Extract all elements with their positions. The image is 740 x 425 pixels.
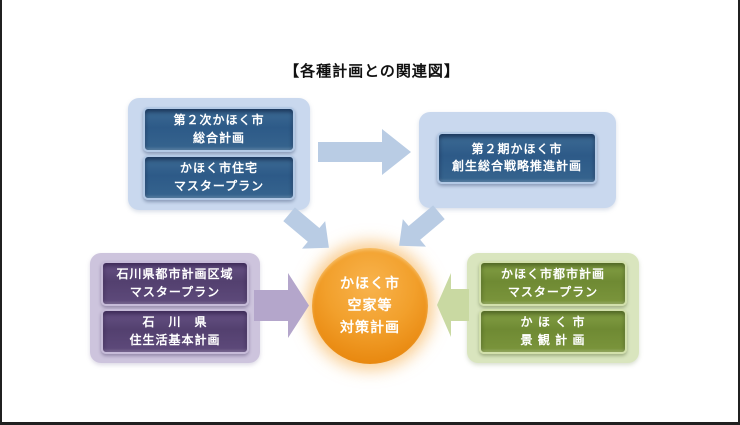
- plan-box-line: か ほ く 市: [520, 315, 586, 330]
- panel-top-right-strategy-plan: 第２期かほく市 創生総合戦略推進計画: [419, 112, 616, 208]
- plan-box-line: 住生活基本計画: [129, 332, 221, 347]
- plan-box-pref-housing-basic-plan: 石 川 県 住生活基本計画: [101, 309, 249, 354]
- center-plan-line: 空家等: [347, 297, 393, 314]
- center-plan-line: かほく市: [340, 275, 400, 292]
- plan-box-line: マスタープラン: [507, 284, 599, 299]
- panel-left-prefecture-plans: 石川県都市計画区域 マスタープラン 石 川 県 住生活基本計画: [90, 253, 260, 363]
- plan-box-line: マスタープラン: [129, 284, 221, 299]
- plan-box-urban-masterplan: かほく市都市計画 マスタープラン: [479, 261, 627, 306]
- arrow-topleft-to-center-icon: [283, 207, 329, 249]
- center-vacant-house-plan-circle: かほく市 空家等 対策計画: [312, 248, 428, 364]
- plan-box-line: マスタープラン: [173, 178, 265, 193]
- plan-box-creation-strategy: 第２期かほく市 創生総合戦略推進計画: [437, 132, 597, 184]
- plan-box-comprehensive-plan: 第２次かほく市 総合計画: [143, 107, 295, 152]
- plan-box-housing-masterplan: かほく市住宅 マスタープラン: [143, 155, 295, 200]
- plan-box-line: 石 川 県: [142, 315, 208, 330]
- plan-box-line: 第２次かほく市: [173, 113, 265, 128]
- plan-box-line: かほく市都市計画: [500, 267, 605, 282]
- plan-box-line: 石川県都市計画区域: [116, 267, 234, 282]
- plan-box-line: 第２期かほく市: [471, 141, 563, 156]
- arrow-right-to-center-icon: [437, 273, 469, 337]
- plan-box-pref-area-masterplan: 石川県都市計画区域 マスタープラン: [101, 261, 249, 306]
- arrow-left-to-center-icon: [254, 273, 309, 338]
- plan-box-line: 景 観 計 画: [520, 332, 586, 347]
- arrow-topleft-to-topright-icon: [318, 129, 411, 175]
- arrow-topright-to-center-icon: [399, 205, 445, 247]
- panel-top-left-city-plans: 第２次かほく市 総合計画 かほく市住宅 マスタープラン: [128, 98, 310, 210]
- plan-box-line: 創生総合戦略推進計画: [451, 159, 582, 173]
- center-plan-line: 対策計画: [340, 318, 400, 335]
- plan-box-landscape-plan: か ほ く 市 景 観 計 画: [479, 309, 627, 354]
- plan-box-line: かほく市住宅: [179, 161, 258, 176]
- panel-right-city-urban-plans: かほく市都市計画 マスタープラン か ほ く 市 景 観 計 画: [467, 253, 639, 363]
- diagram-title: 【各種計画との関連図】: [284, 63, 460, 80]
- plan-box-line: 総合計画: [192, 130, 245, 145]
